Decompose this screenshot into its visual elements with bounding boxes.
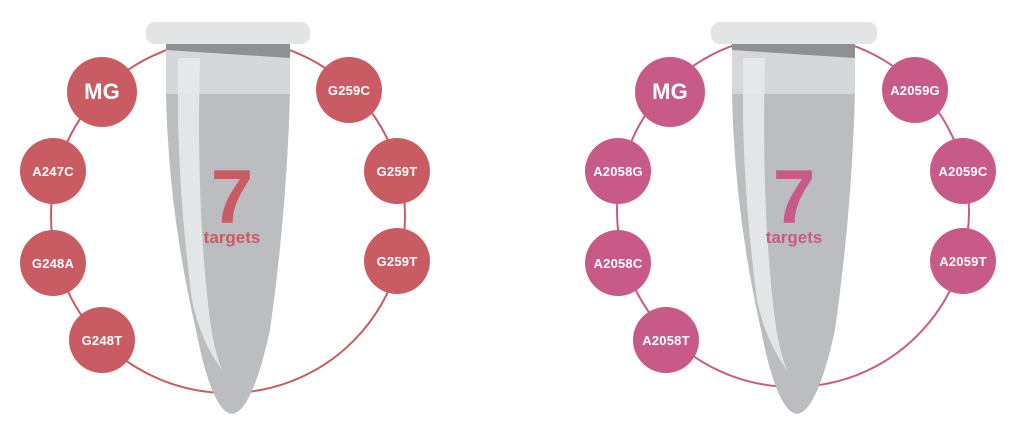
target-g259c: G259C — [316, 57, 382, 123]
target-a2059c: A2059C — [930, 138, 996, 204]
target-mg: MG — [635, 57, 705, 127]
target-mg: MG — [67, 57, 137, 127]
tube-highlight — [178, 58, 222, 370]
target-a2059t: A2059T — [930, 228, 996, 294]
target-count: 7 — [210, 155, 254, 240]
target-a2058g: A2058G — [585, 138, 651, 204]
target-g259t-2: G259T — [364, 228, 430, 294]
target-a2058c: A2058C — [585, 230, 651, 296]
target-g248t: G248T — [69, 307, 135, 373]
target-count-label: targets — [203, 228, 261, 247]
tube-cap — [146, 22, 310, 44]
target-a2059g: A2059G — [882, 57, 948, 123]
tube-highlight — [743, 58, 787, 370]
target-count-label: targets — [765, 228, 823, 247]
target-g248a: G248A — [20, 230, 86, 296]
target-a247c: A247C — [20, 138, 86, 204]
tube-rim — [732, 44, 855, 58]
target-g259t-1: G259T — [364, 138, 430, 204]
target-a2058t: A2058T — [633, 307, 699, 373]
tube-cap — [711, 22, 877, 44]
assay-panel-right: MG A2058G A2058C A2058T A2059G A2059C A2… — [512, 0, 1024, 443]
tube-icon — [711, 22, 877, 414]
target-count: 7 — [772, 155, 816, 240]
tube-ring-graphic — [616, 22, 970, 414]
tube-rim — [166, 44, 290, 58]
tube-icon — [146, 22, 310, 414]
assay-panel-left: MG A247C G248A G248T G259C G259T G259T 7… — [20, 22, 430, 414]
tube-ring-graphic — [50, 22, 406, 414]
